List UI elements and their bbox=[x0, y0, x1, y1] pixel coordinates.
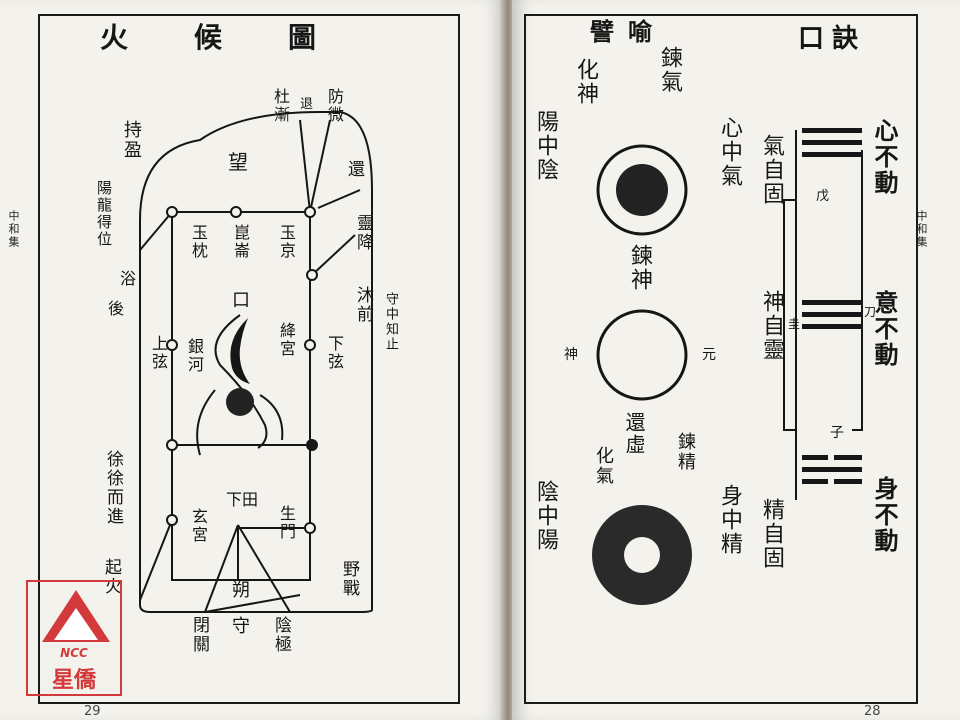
label-sheng-men: 生門 bbox=[277, 505, 296, 541]
label-shen-zhong-jing: 身中精 bbox=[717, 484, 742, 556]
left-page-frame bbox=[38, 14, 460, 704]
metaphor-diagram bbox=[592, 128, 863, 605]
label-xia-tian: 下田 bbox=[226, 490, 259, 509]
label-huan: 還 bbox=[348, 160, 365, 180]
label-yin-zhong-yang: 陰中陽 bbox=[533, 480, 558, 552]
label-yin-he: 銀河 bbox=[185, 338, 204, 374]
label-jiang-gong: 絳宮 bbox=[277, 322, 296, 358]
side-title-right: 中和集 bbox=[915, 210, 928, 249]
right-page: 中和集 譬喻 口訣 化神 鍊氣 陽中陰 心中氣 氣自固 心不動 戊 鍊神 神 元… bbox=[512, 0, 960, 720]
label-shou: 守 bbox=[232, 616, 250, 637]
label-shen-zi-ling: 神自靈 bbox=[759, 290, 784, 362]
label-xu-xu: 徐徐而進 bbox=[103, 450, 123, 526]
label-gui: 圭 bbox=[788, 317, 801, 331]
page-number-left: 29 bbox=[84, 704, 101, 719]
label-xin-bu-dong: 心不動 bbox=[870, 118, 899, 196]
label-yang-zhong-yin: 陽中陰 bbox=[533, 110, 558, 182]
label-hou: 後 bbox=[105, 300, 124, 318]
label-shen-bu-dong: 身不動 bbox=[870, 476, 899, 554]
label-du-shu: 杜漸 bbox=[271, 88, 290, 124]
label-ye-zhan: 野戰 bbox=[339, 560, 359, 598]
label-xuan-gong: 玄宮 bbox=[189, 508, 208, 544]
label-wang: 望 bbox=[228, 150, 248, 174]
label-yu: 浴 bbox=[117, 270, 136, 288]
label-shou-zhong: 守中知止 bbox=[383, 292, 398, 352]
label-yi-bu-dong: 意不動 bbox=[870, 290, 899, 368]
stamp-name: 星僑 bbox=[51, 667, 96, 693]
title-yu: 譬喻 bbox=[590, 17, 666, 46]
label-dao: 刀 bbox=[864, 305, 877, 319]
label-zi: 子 bbox=[830, 425, 844, 441]
label-mu-qian: 沐前 bbox=[353, 286, 373, 324]
left-page: 火候圖 中和集 持盈 陽龍得位 浴 後 徐徐而進 起火 杜漸 退 防微 還 靈降… bbox=[0, 0, 504, 720]
label-kou: 口 bbox=[232, 290, 250, 311]
label-huan-xu: 還虛 bbox=[622, 412, 646, 456]
label-lian-jing: 鍊精 bbox=[675, 432, 696, 472]
label-shen-left: 神 bbox=[564, 347, 578, 363]
label-yang-long: 陽龍得位 bbox=[95, 180, 113, 248]
label-yu-zhen: 玉枕 bbox=[189, 224, 208, 260]
side-title-left: 中和集 bbox=[7, 210, 20, 249]
label-shuo: 朔 bbox=[232, 580, 250, 601]
label-qi-zi-gu: 氣自固 bbox=[759, 134, 784, 206]
label-fang-wei: 防微 bbox=[325, 88, 344, 124]
label-lian-qi: 鍊氣 bbox=[657, 46, 682, 94]
label-wu: 戊 bbox=[816, 189, 830, 204]
label-yu-jing: 玉京 bbox=[277, 224, 296, 260]
label-xia-xian: 下弦 bbox=[325, 335, 344, 371]
label-lian-shen: 鍊神 bbox=[627, 244, 652, 292]
fire-timing-diagram bbox=[139, 111, 373, 613]
publisher-stamp: NCC 星僑 bbox=[26, 580, 122, 696]
label-hua-qi: 化氣 bbox=[593, 446, 614, 486]
label-shang-xian: 上弦 bbox=[149, 335, 168, 371]
label-hua-shen: 化神 bbox=[573, 58, 598, 106]
label-yin-ji: 陰極 bbox=[271, 616, 291, 654]
page-title: 火候圖 bbox=[100, 21, 383, 54]
label-tui: 退 bbox=[300, 97, 314, 112]
title-koujue: 口訣 bbox=[798, 24, 867, 54]
label-jing-zi-gu: 精自固 bbox=[759, 498, 784, 570]
label-ling-jiang: 靈降 bbox=[353, 214, 373, 252]
label-yuan-right: 元 bbox=[702, 347, 716, 363]
page-number-right: 28 bbox=[864, 704, 881, 719]
label-xin-zhong-qi: 心中氣 bbox=[717, 116, 742, 188]
stamp-ncc: NCC bbox=[60, 646, 88, 660]
label-qi-huo: 起火 bbox=[101, 558, 121, 596]
label-bi-guan: 閉關 bbox=[189, 616, 209, 654]
label-kun-lun: 崑崙 bbox=[231, 224, 250, 260]
right-page-frame bbox=[524, 14, 918, 704]
label-chi-ying: 持盈 bbox=[121, 120, 142, 160]
